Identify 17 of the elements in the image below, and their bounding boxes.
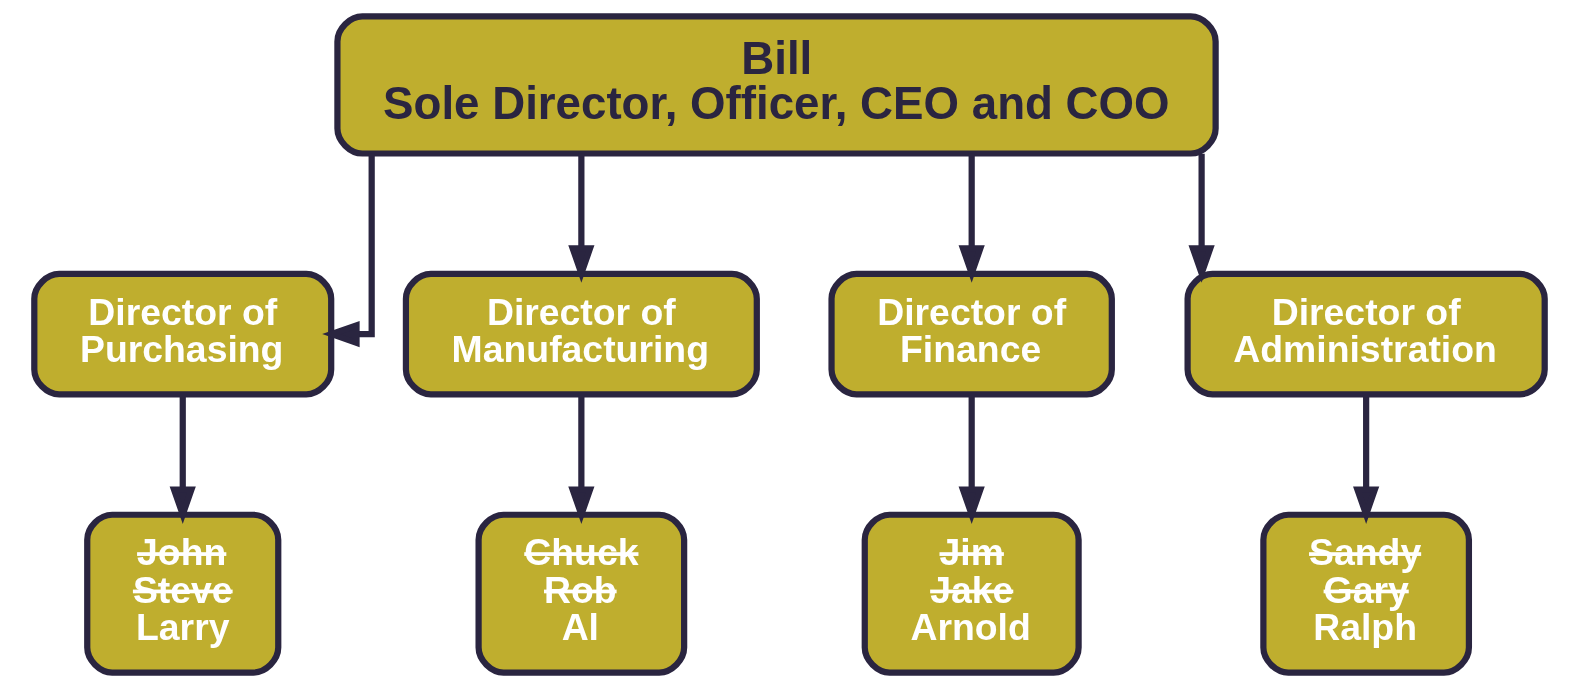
arrow [322,153,375,348]
node-box: Chuck Rob Al [475,511,688,676]
node-box: Director of Purchasing [31,270,335,398]
node-box: John Steve Larry [84,511,282,676]
node-box: Sandy Gary Ralph [1260,511,1473,676]
node-box: Director of Manufacturing [402,270,760,398]
arrow [958,394,985,524]
arrow [568,394,595,524]
arrow [1188,153,1215,283]
arrow [1353,394,1380,524]
arrow [169,394,196,524]
arrow [958,153,985,283]
node-box: Director of Administration [1184,270,1548,398]
node-box: Director of Finance [828,270,1115,398]
node-box: Jim Jake Arnold [861,511,1082,676]
node-box: Bill Sole Director, Officer, CEO and COO [334,13,1219,157]
arrow [568,153,595,283]
